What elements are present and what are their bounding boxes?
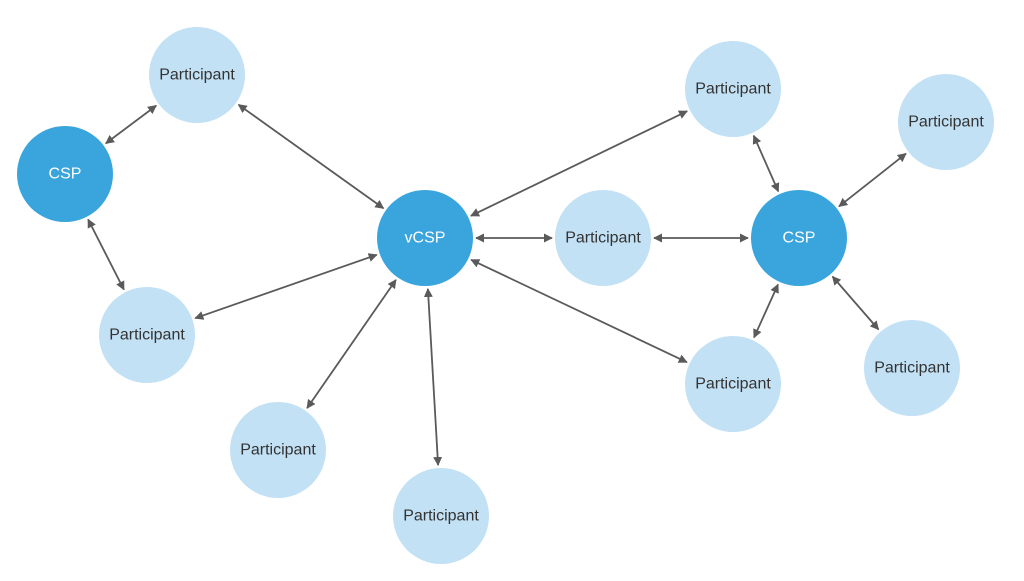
node-label-participant-center: Participant [565,230,641,247]
node-vcsp: vCSP [377,190,473,286]
node-participant-mid-left: Participant [99,287,195,383]
node-participant-far-right-bottom: Participant [864,320,960,416]
edge-vcsp-to-participant-top-right [470,110,688,217]
node-circle-participant-bottom-center [393,468,489,564]
node-participant-center: Participant [555,190,651,286]
edge-vcsp-to-participant-mid-left [194,253,378,320]
node-circle-participant-center [555,190,651,286]
node-csp-right: CSP [751,190,847,286]
edge-vcsp-to-participant-bottom-left [306,279,397,409]
node-circle-participant-top-right [685,41,781,137]
node-label-vcsp: vCSP [405,230,446,247]
edge-csp-left-to-participant-top-left [105,104,157,145]
node-label-participant-bottom-center: Participant [403,508,479,525]
node-circle-participant-far-right-bottom [864,320,960,416]
node-label-participant-bottom-left: Participant [240,442,316,459]
node-participant-top-left: Participant [149,27,245,123]
node-circle-participant-mid-left [99,287,195,383]
node-circle-participant-bottom-left [230,402,326,498]
node-label-participant-far-right-bottom: Participant [874,360,950,377]
node-csp-left: CSP [17,126,113,222]
node-label-participant-mid-left: Participant [109,327,185,344]
node-participant-bottom-left: Participant [230,402,326,498]
node-participant-bottom-center: Participant [393,468,489,564]
node-circle-participant-bottom-right-inner [685,336,781,432]
edge-vcsp-to-participant-bottom-right-inner [470,258,688,364]
node-label-participant-top-left: Participant [159,67,235,84]
node-label-participant-far-right-top: Participant [908,114,984,131]
edge-csp-right-to-participant-far-right-top [838,152,907,208]
node-participant-far-right-top: Participant [898,74,994,170]
node-participant-bottom-right-inner: Participant [685,336,781,432]
node-label-participant-top-right: Participant [695,81,771,98]
node-circle-csp-right [751,190,847,286]
node-label-csp-right: CSP [783,230,816,247]
node-label-csp-left: CSP [49,166,82,183]
edges-layer [87,103,907,466]
edge-csp-left-to-participant-mid-left [87,218,125,291]
node-circle-vcsp [377,190,473,286]
node-circle-participant-top-left [149,27,245,123]
edge-csp-right-to-participant-bottom-right-inner [753,283,779,339]
edge-vcsp-to-participant-top-left [237,103,385,210]
node-circle-csp-left [17,126,113,222]
edge-vcsp-to-participant-bottom-center [423,288,443,466]
node-participant-top-right: Participant [685,41,781,137]
node-label-participant-bottom-right-inner: Participant [695,376,771,393]
node-circle-participant-far-right-top [898,74,994,170]
edge-csp-right-to-participant-far-right-bottom [831,275,880,331]
edge-csp-right-to-participant-top-right [752,134,780,193]
